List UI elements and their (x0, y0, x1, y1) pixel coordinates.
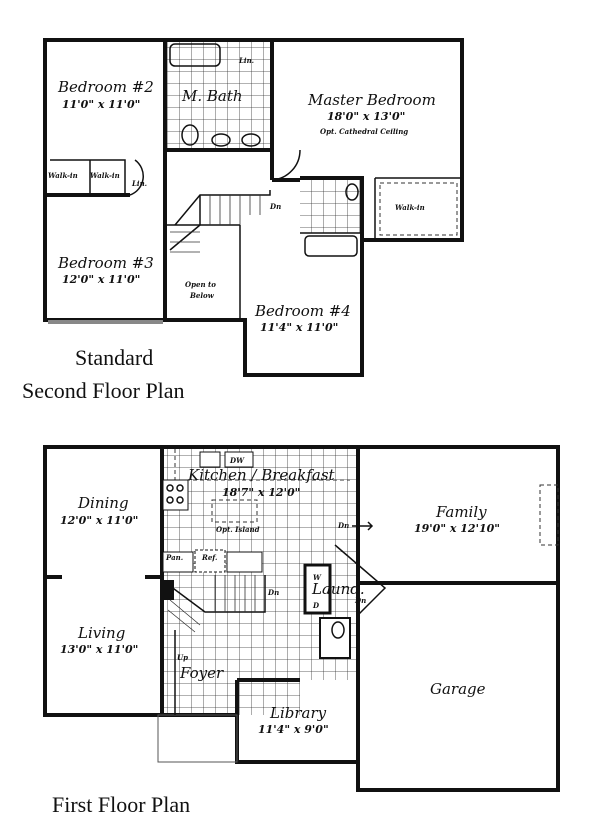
stair-treads (170, 195, 261, 253)
counter (226, 551, 263, 573)
walkin-label: Walk-in (90, 171, 120, 180)
dw-label: DW (229, 456, 245, 465)
down-label: Dn (354, 596, 366, 605)
ref-label: Ref. (201, 553, 217, 562)
m-bath-label: M. Bath (181, 87, 243, 105)
walkin-label: Walk-in (395, 203, 425, 212)
bedroom2-label: Bedroom #2 (57, 78, 154, 96)
bedroom4-label: Bedroom #4 (254, 302, 351, 320)
dishwasher (224, 451, 254, 468)
second-floor-caption: Standard (75, 345, 153, 370)
arrow-icon (352, 521, 374, 531)
stair-treads (167, 575, 256, 633)
tub-icon (169, 43, 221, 67)
sink-icon (199, 451, 221, 468)
window (48, 320, 163, 324)
master-bedroom-size: 18'0" x 13'0" (327, 110, 405, 123)
master-bedroom-label: Master Bedroom (307, 91, 436, 109)
library-size: 11'4" x 9'0" (258, 723, 329, 736)
stairs-up-label: Up (177, 653, 188, 662)
island-label: Opt. Island (216, 525, 260, 534)
cathedral-ceiling-note: Opt. Cathedral Ceiling (320, 127, 408, 136)
tub-icon (304, 235, 358, 257)
walkin-closets (50, 159, 126, 195)
washer-label: W (313, 573, 322, 582)
toilet-icon (345, 183, 359, 201)
foyer-label: Foyer (179, 664, 224, 682)
master-walkin-closet (379, 182, 458, 236)
staircase (169, 190, 271, 251)
kitchen-size: 18'7" x 12'0" (222, 486, 300, 499)
island-outline (211, 499, 258, 523)
bedroom4-size: 11'4" x 11'0" (260, 321, 338, 334)
powder-room (319, 617, 351, 659)
range (162, 479, 189, 511)
family-bay (539, 484, 559, 546)
second-floor-plan: Bedroom #2 11'0" x 11'0" M. Bath Lin. Ma… (22, 38, 464, 403)
first-floor-caption: First Floor Plan (52, 792, 190, 817)
refrigerator (194, 549, 226, 573)
linen-label: Lin. (238, 56, 254, 65)
family-size: 19'0" x 12'10" (414, 522, 500, 535)
toilet-icon (181, 124, 199, 146)
hall-bath-tile (300, 178, 362, 233)
stairs-down-label: Dn (267, 588, 279, 597)
interior-walls (165, 177, 462, 320)
sink-icon (211, 133, 231, 147)
garage-label: Garage (430, 680, 486, 698)
living-size: 13'0" x 11'0" (60, 643, 138, 656)
toilet-icon (331, 621, 345, 639)
dryer-label: D (312, 601, 320, 610)
family-label: Family (435, 503, 487, 521)
bedroom3-label: Bedroom #3 (57, 254, 154, 272)
stairs-down-label: Dn (269, 202, 281, 211)
open-to-below-label: Below (189, 291, 215, 300)
laundry-closet (303, 563, 332, 615)
down-label: Dn (337, 521, 349, 530)
laundry-label: Laund. (311, 580, 365, 598)
first-floor-plan: Dining 12'0" x 11'0" Kitchen / Breakfast… (43, 445, 560, 817)
open-to-below-label: Open to (185, 280, 216, 289)
bedroom2-size: 11'0" x 11'0" (62, 98, 140, 111)
walkin-label: Walk-in (48, 171, 78, 180)
library-label: Library (269, 704, 327, 722)
linen-label: Lin. (131, 179, 147, 188)
kitchen-label: Kitchen / Breakfast (187, 466, 336, 484)
living-label: Living (77, 624, 125, 642)
pantry (162, 551, 194, 573)
second-floor-walls (45, 40, 364, 320)
dining-label: Dining (77, 494, 129, 512)
pantry-label: Pan. (165, 553, 183, 562)
sink-icon (241, 133, 261, 147)
bedroom3-size: 12'0" x 11'0" (62, 273, 140, 286)
dining-size: 12'0" x 11'0" (60, 514, 138, 527)
second-floor-caption: Second Floor Plan (22, 378, 185, 403)
wall-column (162, 580, 174, 600)
door-swings (129, 149, 301, 196)
porch (157, 714, 238, 763)
